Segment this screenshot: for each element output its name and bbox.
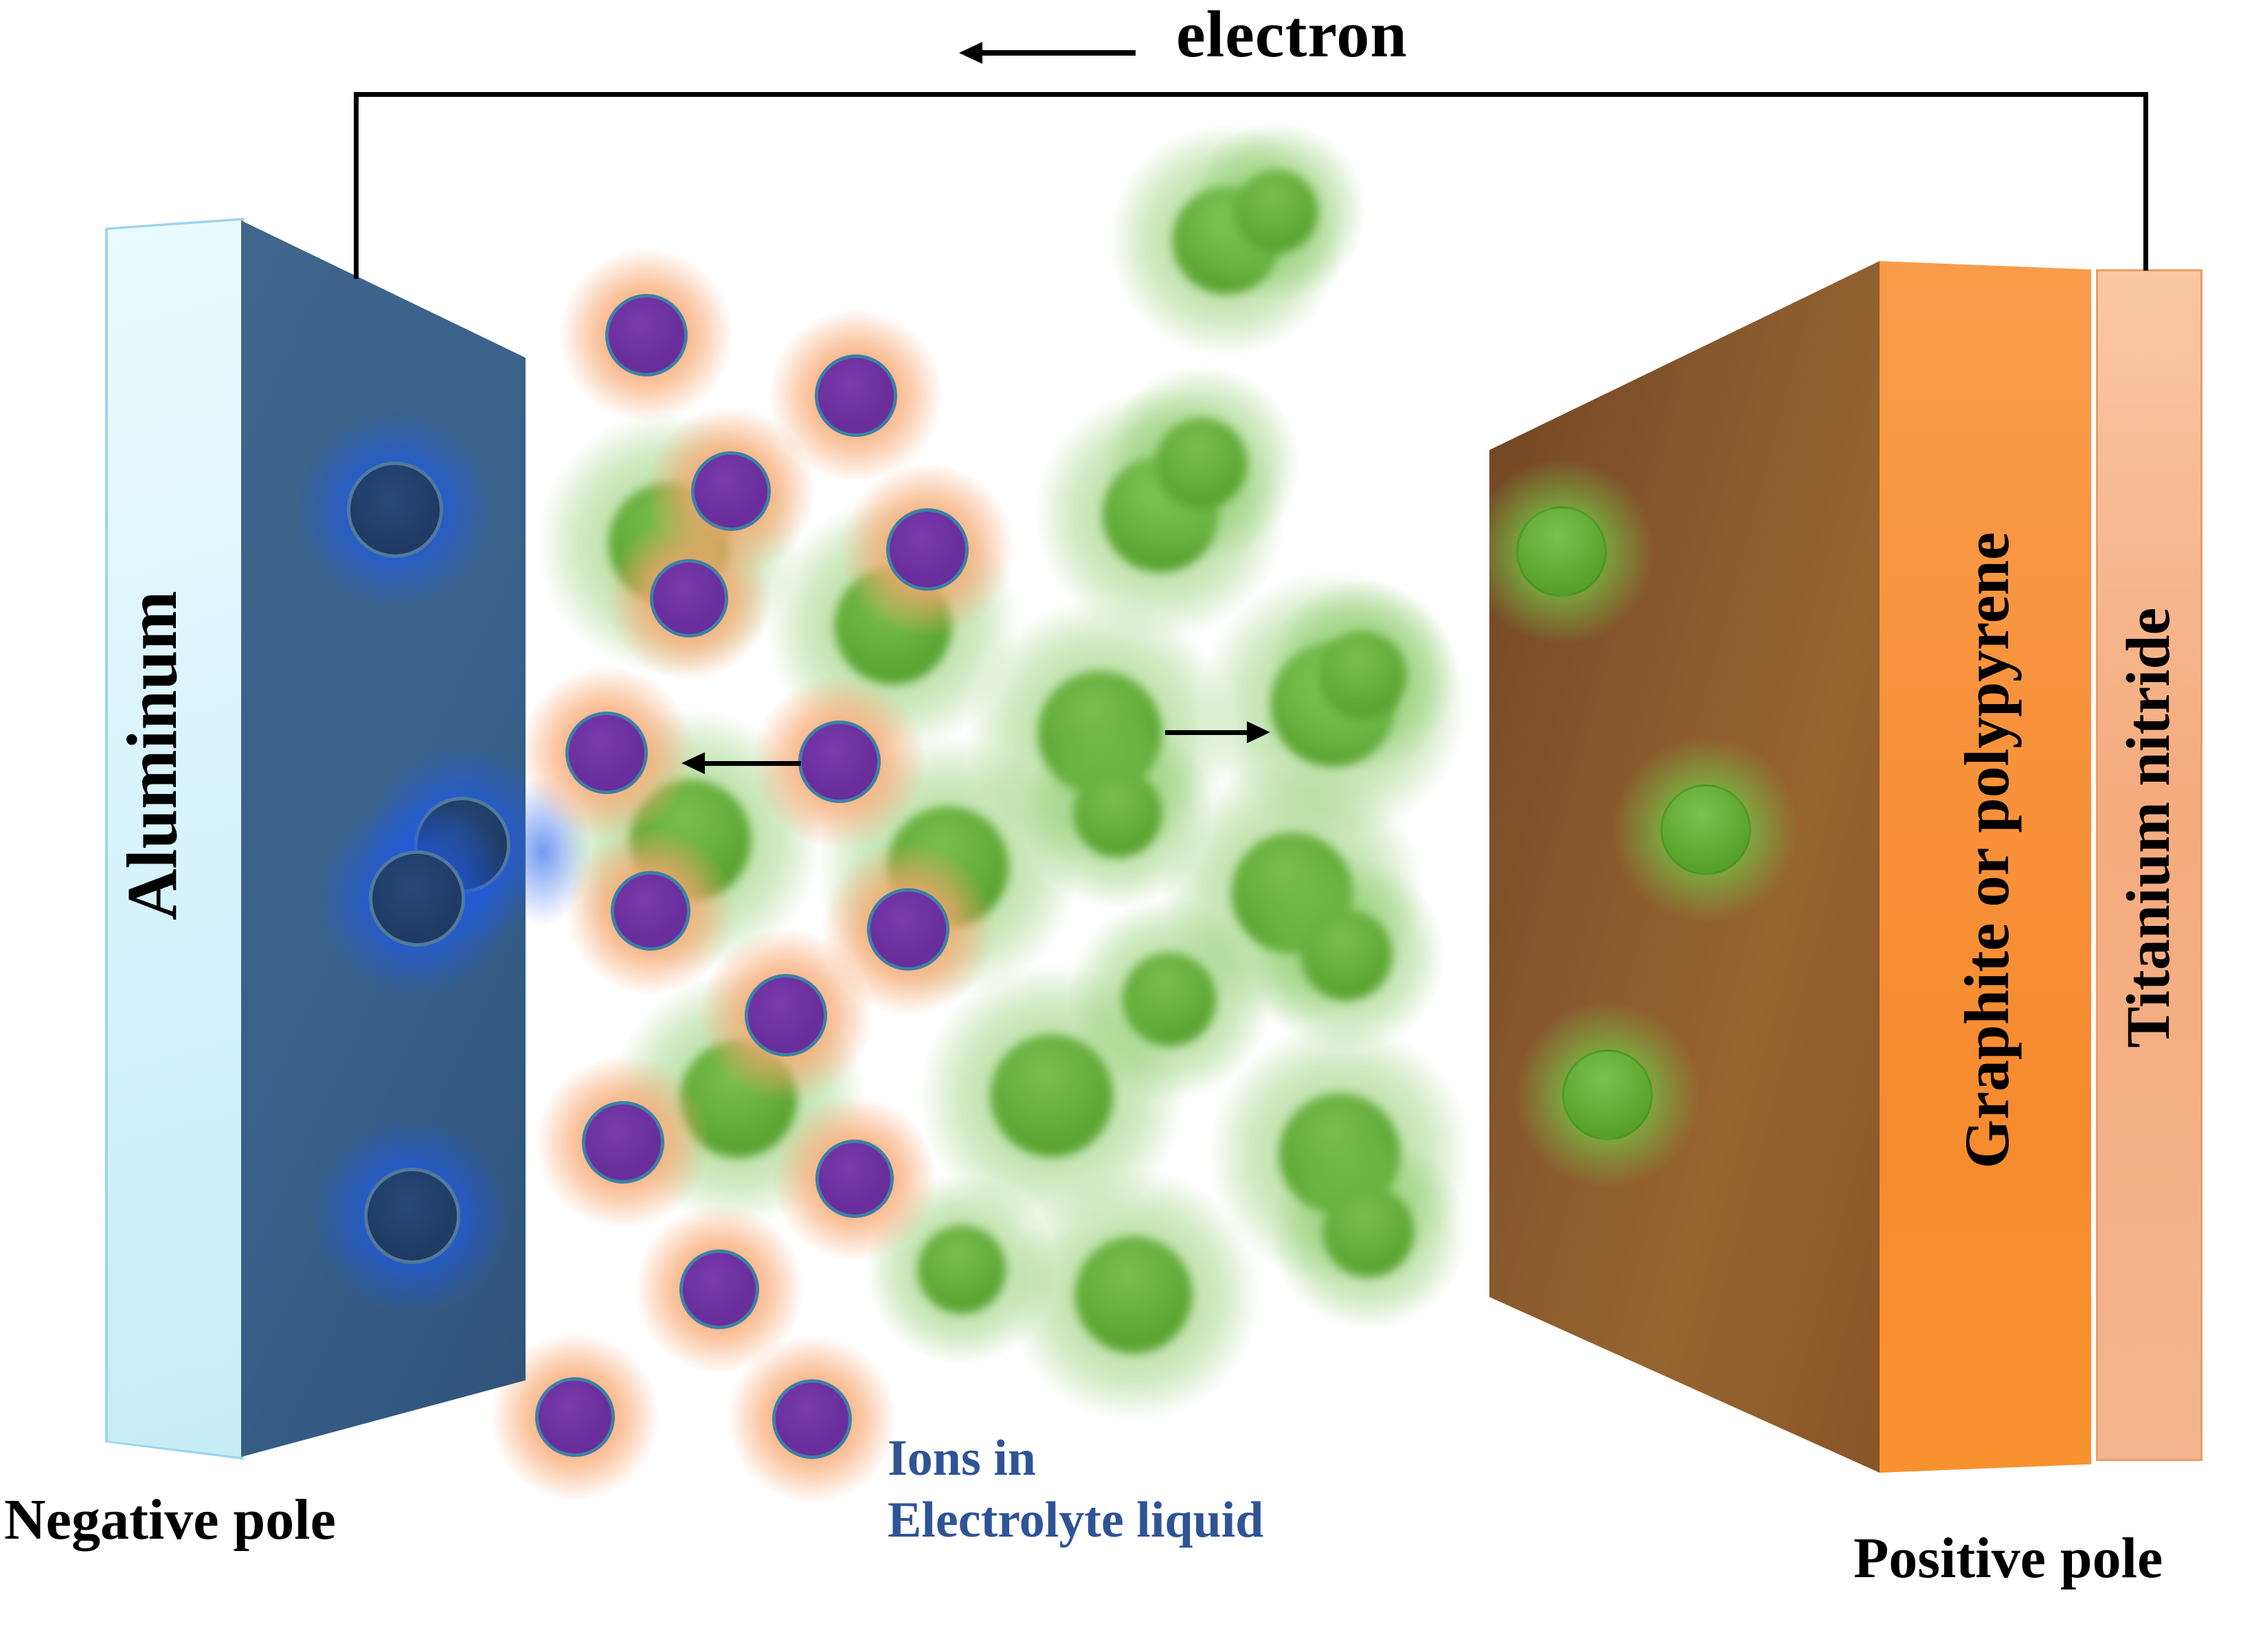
purple-ion-core — [815, 1140, 894, 1218]
graphite-label: Graphite or polypyrene — [1952, 532, 2022, 1169]
aluminum-face — [108, 220, 241, 1457]
green-ion-core — [1301, 909, 1392, 1000]
electron-label: electron — [1176, 0, 1408, 71]
positive-pole-label: Positive pole — [1853, 1526, 2163, 1590]
green-ion-core — [1318, 631, 1406, 719]
purple-ion-core — [611, 871, 690, 951]
graphite-side-face — [1489, 261, 1880, 1473]
purple-ion-core — [582, 1101, 664, 1184]
circuit-wire-right — [2143, 92, 2148, 271]
green-ion-core — [1075, 1236, 1192, 1353]
purple-ion-core — [815, 354, 897, 437]
green-ion-core — [1235, 170, 1318, 253]
green-ion-core — [1074, 769, 1162, 857]
purple-ion-core — [535, 1377, 615, 1457]
electrolyte-ions-label: Ions in Electrolyte liquid — [888, 1427, 1263, 1551]
aluminum-label: Aluminum — [113, 591, 192, 920]
circuit-wire-left — [354, 92, 359, 279]
titanium-nitride-label: Titanium nitride — [2115, 607, 2183, 1048]
purple-ion-core — [650, 559, 728, 637]
ion-arrow-head-icon — [681, 752, 705, 774]
green-ion-core — [918, 1225, 1006, 1313]
ion-arrow — [1165, 730, 1250, 735]
aluminum-ion-core — [347, 462, 443, 558]
purple-ion-core — [679, 1249, 759, 1329]
purple-ion-core — [886, 508, 969, 591]
aluminum-side-face — [241, 220, 526, 1457]
purple-ion-core — [798, 721, 881, 803]
electron-arrow — [982, 50, 1136, 56]
electrolyte-ions-label-line1: Ions in — [888, 1430, 1036, 1486]
circuit-wire-top — [356, 92, 2147, 97]
green-ion-core — [991, 1034, 1113, 1157]
graphite-face — [1880, 261, 2091, 1473]
graphite-ion-core — [1660, 784, 1751, 875]
ion-arrow — [702, 761, 801, 766]
purple-ion-core — [565, 712, 648, 794]
electrolyte-ions-label-line2: Electrolyte liquid — [888, 1492, 1264, 1548]
graphite-ion-core — [1516, 506, 1607, 597]
aluminum-ion-core — [364, 1168, 460, 1264]
green-ion-core — [1156, 418, 1247, 509]
titanium-nitride-panel — [2096, 269, 2202, 1461]
electron-arrow-head-icon — [959, 42, 982, 64]
ion-arrow-head-icon — [1247, 721, 1270, 743]
purple-ion-core — [772, 1379, 852, 1459]
purple-ion-core — [605, 294, 688, 376]
aluminum-ion-core — [369, 850, 465, 947]
purple-ion-core — [745, 974, 827, 1056]
green-ion-core — [1323, 1186, 1414, 1277]
graphite-ion-core — [1562, 1050, 1653, 1140]
purple-ion-core — [867, 888, 949, 971]
negative-pole-label: Negative pole — [4, 1488, 336, 1552]
